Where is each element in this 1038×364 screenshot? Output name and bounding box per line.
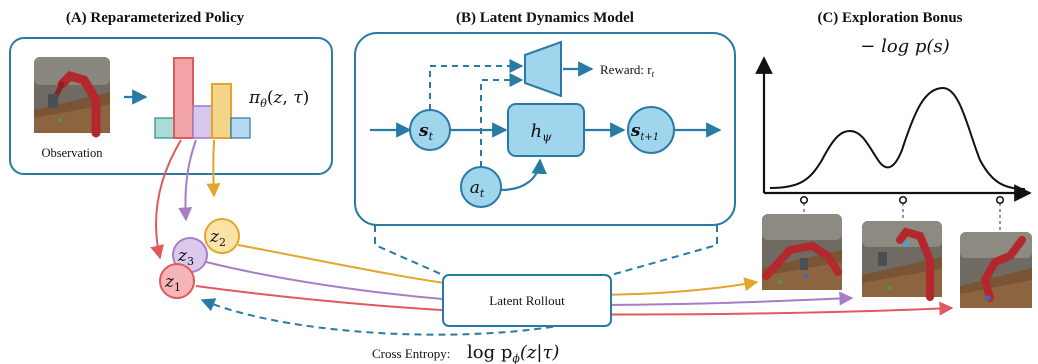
policy-histogram [154, 57, 251, 139]
exploration-bonus-label: − log p(s) [860, 36, 949, 57]
latent-node-z1: z1 [159, 263, 195, 299]
next-state-node: st+1 [627, 106, 675, 154]
section-title-c: (C) Exploration Bonus [817, 10, 962, 26]
svg-text:hψ: hψ [530, 121, 552, 144]
dynamics-panel [354, 32, 736, 226]
policy-label: πθ(z, τ) [248, 88, 309, 110]
reward-head [524, 40, 562, 98]
action-to-model-arrow [500, 158, 547, 192]
latent-node-z2: z2 [204, 218, 240, 254]
state-node: st [409, 109, 451, 151]
svg-text:st+1: st+1 [630, 121, 659, 143]
bonus-markers [799, 195, 1005, 232]
svg-text:z3: z3 [177, 246, 194, 268]
histogram-bar-3 [192, 105, 213, 139]
bonus-density-curve [769, 86, 1026, 190]
explored-state-image-1 [762, 214, 842, 290]
state-to-reward-arrow [429, 59, 524, 110]
histogram-bar-4 [211, 83, 232, 139]
reward-label: Reward: rt [600, 62, 655, 79]
section-title-a: (A) Reparameterized Policy [66, 10, 245, 26]
svg-text:st: st [418, 121, 434, 143]
panel-connector-left [374, 225, 444, 276]
dynamics-model-box: hψ [507, 103, 585, 157]
cross-entropy-label: Cross Entropy: [372, 346, 450, 361]
observation-image [34, 57, 110, 138]
latent-rollout-label: Latent Rollout [489, 293, 565, 308]
panel-connector-right [610, 225, 718, 276]
histogram-bar-5 [230, 117, 251, 139]
sample-arrow-z3 [178, 139, 197, 222]
svg-text:z1: z1 [164, 272, 181, 294]
observation-label: Observation [41, 146, 103, 160]
latent-node-z3: z3 [172, 237, 208, 273]
sample-arrow-z2 [206, 139, 221, 198]
action-to-reward-arrow [480, 73, 524, 167]
policy-panel [9, 37, 333, 175]
explored-state-image-3 [960, 232, 1032, 308]
latent-rollout-box [442, 274, 612, 327]
svg-text:at: at [470, 178, 485, 200]
histogram-bar-1 [154, 117, 175, 139]
action-node: at [460, 166, 502, 208]
section-title-b: (B) Latent Dynamics Model [456, 10, 634, 26]
explored-state-image-2 [862, 221, 942, 301]
sample-arrow-z1 [150, 139, 182, 260]
svg-text:z2: z2 [209, 227, 226, 249]
histogram-bar-2 [173, 57, 194, 139]
cross-entropy-formula: log pϕ(z|τ) [467, 342, 559, 364]
